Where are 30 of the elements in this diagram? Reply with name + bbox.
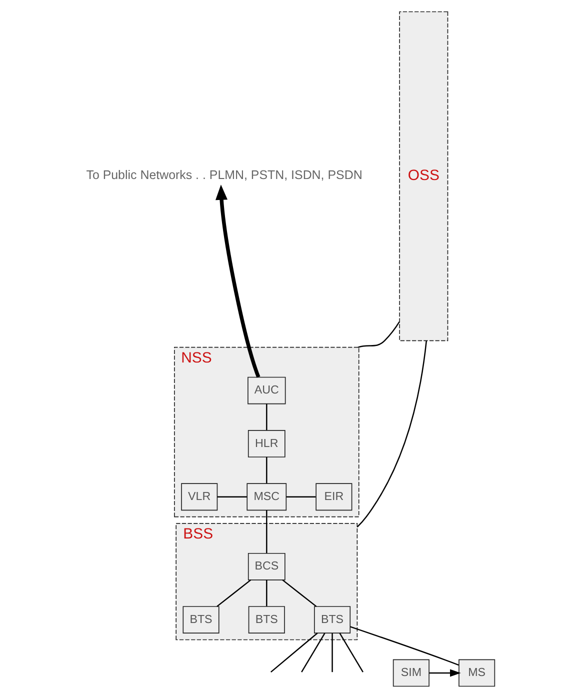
node-box: SIM <box>392 659 430 687</box>
node-box: BTS <box>314 606 351 634</box>
connector <box>282 579 317 607</box>
connector <box>266 510 268 554</box>
connector <box>216 579 252 607</box>
connector <box>301 632 326 672</box>
connector <box>217 496 247 498</box>
connector <box>266 404 268 430</box>
node-box: OSS <box>399 11 448 342</box>
node-box: BTS <box>248 606 285 634</box>
connector <box>339 632 364 672</box>
node-box: AUC <box>248 376 286 404</box>
connector <box>332 633 333 672</box>
connector <box>266 457 268 484</box>
arrow <box>429 669 461 677</box>
node-box: HLR <box>248 430 286 458</box>
node-box: BCS <box>248 552 286 580</box>
node-box: EIR <box>316 483 352 511</box>
connector <box>356 340 428 528</box>
node-box: MSC <box>246 483 287 511</box>
connector <box>266 580 268 606</box>
connector <box>350 626 459 666</box>
connector <box>358 321 400 348</box>
node-box: BTS <box>182 606 220 634</box>
arrow <box>215 184 260 378</box>
node-box: VLR <box>181 483 218 511</box>
connector <box>286 496 316 498</box>
node-box: MS <box>458 659 496 687</box>
node-text: To Public Networks . . PLMN, PSTN, ISDN, PSDN <box>86 168 362 182</box>
connector <box>270 632 318 673</box>
